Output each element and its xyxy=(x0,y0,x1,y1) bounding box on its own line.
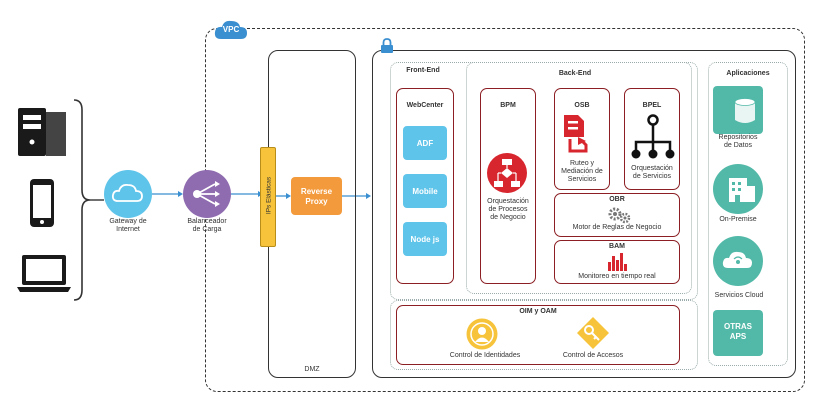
bpm-desc-1: Orquestación xyxy=(487,198,529,205)
frontend-item-nodejs: Node js xyxy=(403,222,447,256)
onprem-label: On-Premise xyxy=(719,216,757,223)
bpel-desc-1: Orquestación xyxy=(631,165,673,172)
obr-box xyxy=(554,193,680,237)
database-icon xyxy=(713,86,763,134)
access-label: Control de Accesos xyxy=(562,352,624,359)
bpm-title: BPM xyxy=(500,102,516,109)
vpc-cloud-icon: VPC xyxy=(213,18,249,40)
backend-region xyxy=(466,62,692,294)
frontend-title: Front-End xyxy=(406,67,440,74)
reverse-proxy-box: Reverse Proxy xyxy=(291,177,342,215)
cloud-services-icon xyxy=(713,236,763,286)
bpel-title: BPEL xyxy=(642,102,662,109)
lock-icon xyxy=(380,38,394,54)
repos-label-2: de Datos xyxy=(723,142,753,149)
frontend-item-adf: ADF xyxy=(403,126,447,160)
secure-zone xyxy=(372,50,796,378)
bpm-flowchart-icon xyxy=(486,152,528,194)
osb-routing-icon xyxy=(562,113,590,155)
gateway-icon xyxy=(104,170,152,218)
identity-user-icon xyxy=(466,318,498,350)
backend-title: Back-End xyxy=(558,70,592,77)
bpel-hierarchy-icon xyxy=(630,114,676,160)
vpc-badge: VPC xyxy=(222,25,240,34)
apps-title: Aplicaciones xyxy=(726,70,770,77)
bar-chart-icon xyxy=(607,253,627,271)
reverse-proxy-line1: Reverse xyxy=(300,187,333,196)
access-key-icon xyxy=(576,316,610,350)
gateway-label-2: Internet xyxy=(116,226,140,233)
server-icon xyxy=(16,106,68,158)
smartphone-icon xyxy=(28,178,56,228)
on-premise-icon xyxy=(713,164,763,214)
dmz-label: DMZ xyxy=(304,366,320,373)
obr-title: OBR xyxy=(609,196,625,203)
load-balancer-icon xyxy=(183,170,231,218)
repos-label-1: Repositorios xyxy=(718,134,758,141)
other-apps-line1: OTRAS xyxy=(724,322,752,331)
bpel-desc-2: de Servicios xyxy=(632,173,672,180)
elastic-ips-bar: IPs Elásticas xyxy=(260,147,276,247)
bam-desc: Monitoreo en tiempo real xyxy=(578,273,656,280)
apps-region xyxy=(708,62,788,366)
balancer-label-1: Balanceador xyxy=(187,218,227,225)
reverse-proxy-line2: Proxy xyxy=(305,197,328,206)
bpm-desc-3: de Negocio xyxy=(490,214,526,221)
obr-desc: Motor de Reglas de Negocio xyxy=(572,224,662,231)
gateway-label-1: Gateway de xyxy=(109,218,147,225)
security-region xyxy=(390,300,698,370)
identity-label: Control de Identidades xyxy=(449,352,521,359)
osb-desc-2: Mediación de xyxy=(561,168,603,175)
cloud-label: Servicios Cloud xyxy=(714,292,764,299)
bam-title: BAM xyxy=(609,243,625,250)
osb-title: OSB xyxy=(574,102,590,109)
osb-desc-3: Servicios xyxy=(567,176,597,183)
security-title: OIM y OAM xyxy=(519,308,557,315)
balancer-label-2: de Carga xyxy=(192,226,222,233)
security-box xyxy=(396,305,680,365)
bpm-desc-2: de Procesos xyxy=(488,206,528,213)
gears-icon xyxy=(606,206,632,224)
elastic-ips-label: IPs Elásticas xyxy=(265,176,273,215)
laptop-icon xyxy=(16,252,72,294)
osb-desc-1: Ruteo y xyxy=(569,160,595,167)
webcenter-title: WebCenter xyxy=(406,102,444,109)
other-apps-box: OTRAS APS xyxy=(713,310,763,356)
frontend-item-mobile: Mobile xyxy=(403,174,447,208)
other-apps-line2: APS xyxy=(729,332,747,341)
